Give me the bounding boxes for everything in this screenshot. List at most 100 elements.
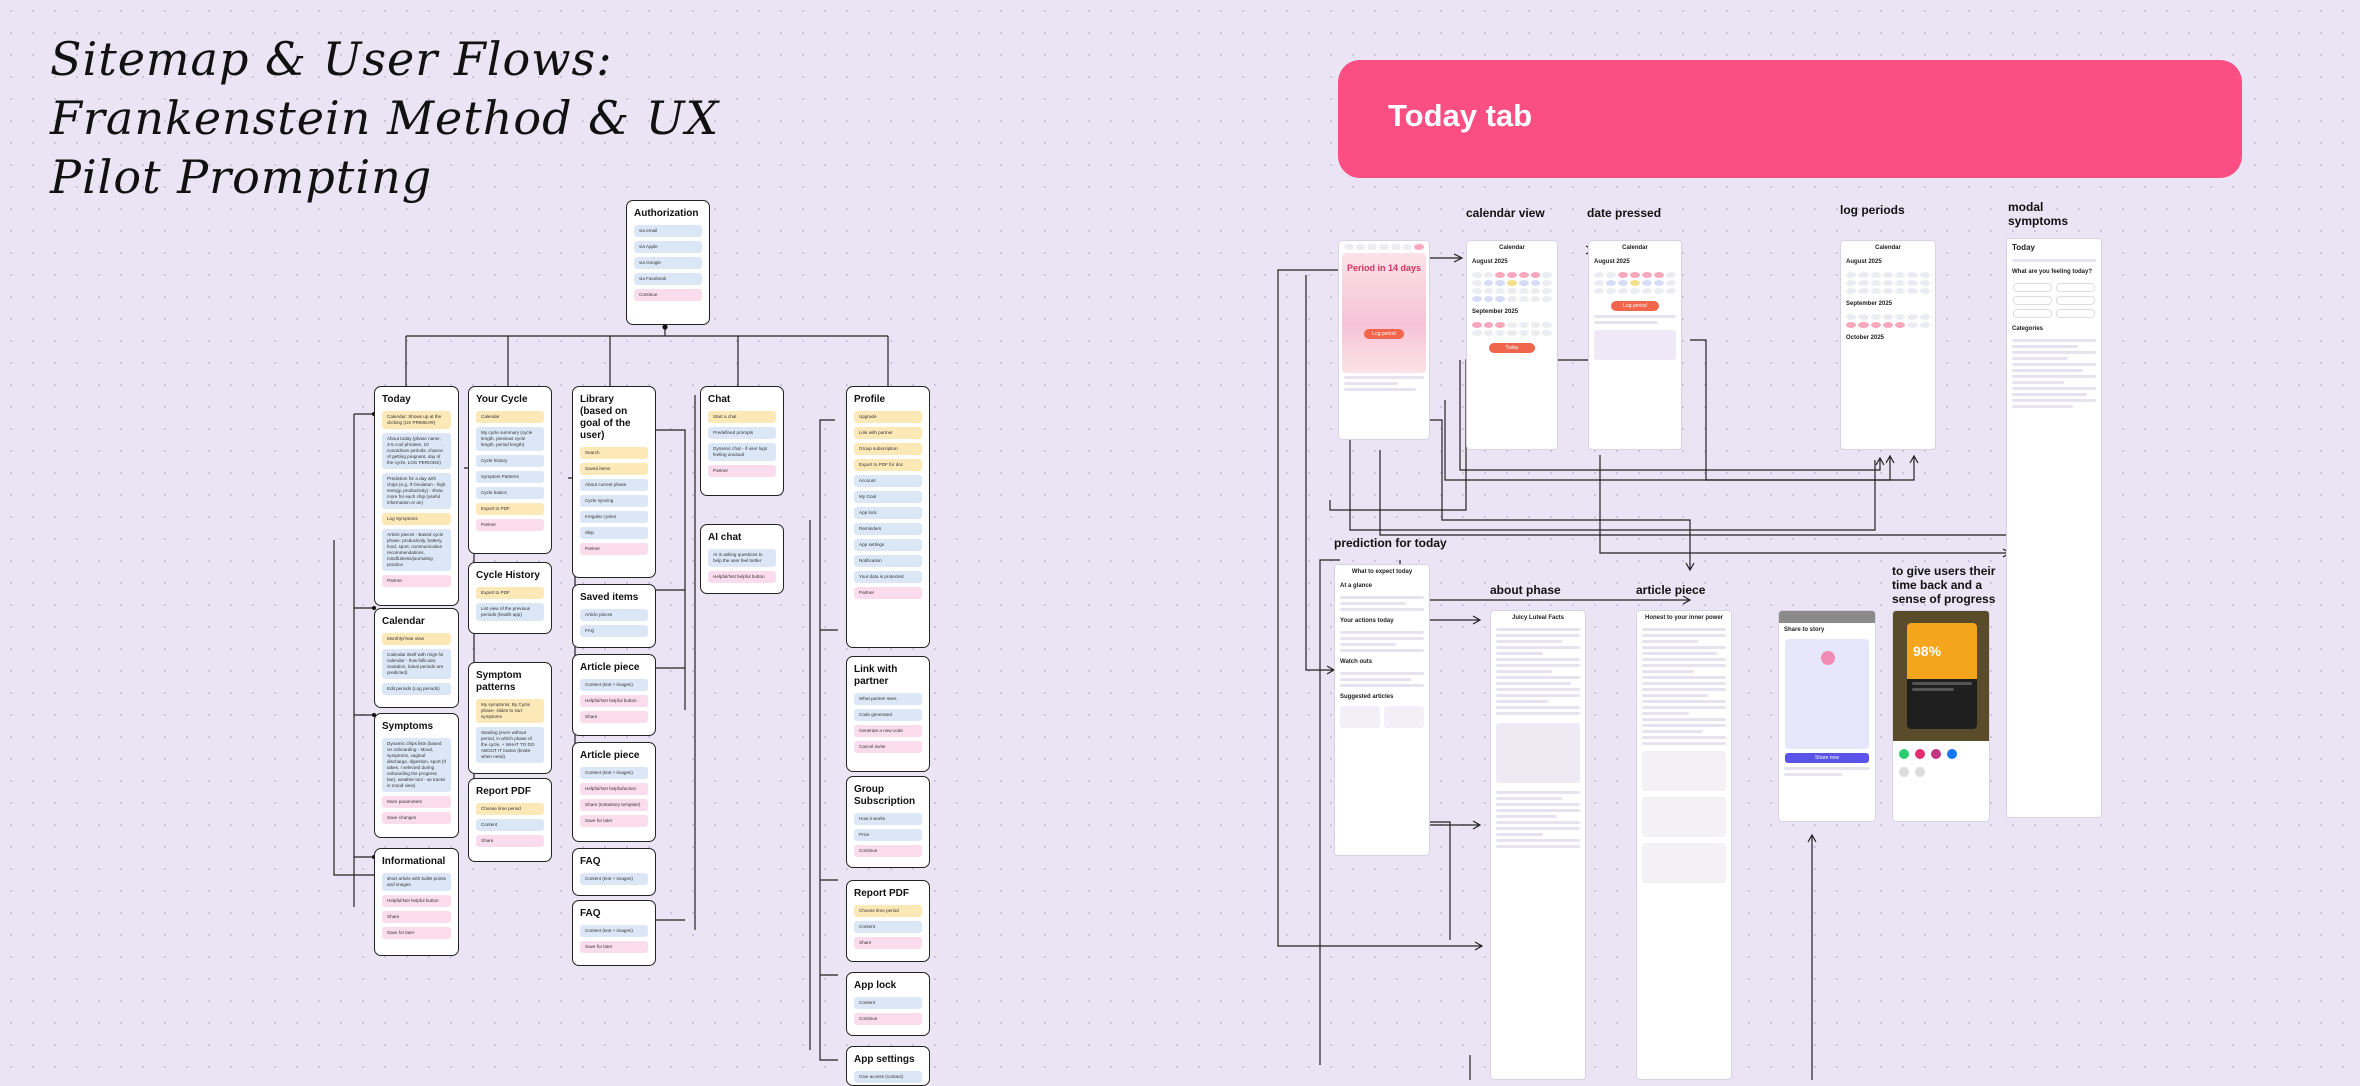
list-item[interactable]: Code generated (854, 709, 922, 721)
list-item[interactable]: Calendar (476, 411, 544, 423)
messages-icon[interactable] (1899, 749, 1909, 759)
list-item[interactable]: Price (854, 829, 922, 841)
list-item[interactable]: via Apple (634, 241, 702, 253)
list-item[interactable]: List view of the previous periods (healt… (476, 603, 544, 621)
list-item[interactable]: How it works (854, 813, 922, 825)
list-item[interactable]: Stealing (even without period, in which … (476, 727, 544, 763)
symptom-patterns-card: Symptom patterns My symptoms: By Cycle p… (468, 662, 552, 774)
list-item[interactable]: Symptom Patterns (476, 471, 544, 483)
today-button[interactable]: Today (1489, 343, 1535, 353)
list-item[interactable]: Share (854, 937, 922, 949)
list-item[interactable]: Partner (476, 519, 544, 531)
list-item[interactable]: My cycle summary (cycle length, previous… (476, 427, 544, 451)
more-icon[interactable] (1899, 767, 1909, 777)
list-item[interactable]: Account (854, 475, 922, 487)
list-item[interactable]: AI is asking questions to help the user … (708, 549, 776, 567)
list-item[interactable]: Group subscription (854, 443, 922, 455)
list-item[interactable]: Content (854, 997, 922, 1009)
copy-icon[interactable] (1915, 767, 1925, 777)
list-item[interactable]: Predefined prompts (708, 427, 776, 439)
list-item[interactable]: FAQ (580, 625, 648, 637)
list-item[interactable]: Your data is protected (854, 571, 922, 583)
list-item[interactable]: Article pieces - Based cycle phase: prod… (382, 529, 451, 571)
list-item[interactable]: Save changes (382, 812, 451, 824)
list-item[interactable]: About current phase (580, 479, 648, 491)
list-item[interactable]: Share (382, 911, 451, 923)
list-item[interactable]: Calendar: Shows up at the clicking (UX P… (382, 411, 451, 429)
list-item[interactable]: Content (text + images) (580, 767, 648, 779)
list-item[interactable]: Save for later (382, 927, 451, 939)
list-item[interactable]: Content (854, 921, 922, 933)
list-item[interactable]: App settings (854, 539, 922, 551)
list-item[interactable]: Choose time period (476, 803, 544, 815)
list-item[interactable]: Save for later (580, 941, 648, 953)
list-item[interactable]: Irregular cycles (580, 511, 648, 523)
list-item[interactable]: Save for later (580, 815, 648, 827)
list-item[interactable]: Search (580, 447, 648, 459)
list-item[interactable]: Cancel invite (854, 741, 922, 753)
list-item[interactable]: Log Symptoms (382, 513, 451, 525)
list-item[interactable]: Cycle history (476, 455, 544, 467)
list-item[interactable]: Export to PDF (476, 503, 544, 515)
list-item[interactable]: Export to PDF (476, 587, 544, 599)
instagram-stories-icon[interactable] (1931, 749, 1941, 759)
list-item[interactable]: Partner (708, 465, 776, 477)
list-item[interactable]: short article with bullet points and ima… (382, 873, 451, 891)
list-item[interactable]: Upgrade (854, 411, 922, 423)
share-now-button[interactable]: Share now (1785, 753, 1869, 763)
list-item[interactable]: Prediction for a day with chips (e.g. If… (382, 473, 451, 509)
list-item[interactable]: App lock (854, 507, 922, 519)
list-item[interactable]: Helpful/Not helpful button (580, 695, 648, 707)
instagram-icon[interactable] (1915, 749, 1925, 759)
log-period-button[interactable]: Log period (1611, 301, 1659, 311)
card-title: App settings (854, 1054, 915, 1065)
list-item[interactable]: Cycle syncing (580, 495, 648, 507)
list-item[interactable]: Share (Instastory template) (580, 799, 648, 811)
list-item[interactable]: Content (text + images) (580, 873, 648, 885)
list-item[interactable]: Helpful/Not helpful button (708, 571, 776, 583)
facebook-icon[interactable] (1947, 749, 1957, 759)
list-item[interactable]: Give access (contact) (854, 1071, 922, 1083)
list-item[interactable]: Dynamic chat - if user logs feeling unus… (708, 443, 776, 461)
list-item[interactable]: Helpful/Not helpful/action (580, 783, 648, 795)
list-item[interactable]: Continue (854, 1013, 922, 1025)
list-item[interactable]: Partner (854, 587, 922, 599)
list-item[interactable]: What partner sees (854, 693, 922, 705)
card-title: Report PDF (476, 786, 531, 797)
list-item[interactable]: My Goal (854, 491, 922, 503)
list-item[interactable]: Share (580, 711, 648, 723)
list-item[interactable]: Generate a new code (854, 725, 922, 737)
list-item[interactable]: via Facebook (634, 273, 702, 285)
list-item[interactable]: Content (text + images) (580, 679, 648, 691)
list-item[interactable]: Skip (580, 527, 648, 539)
list-item[interactable]: Cycle basics (476, 487, 544, 499)
list-item[interactable]: Continue (634, 289, 702, 301)
list-item[interactable]: Reminders (854, 523, 922, 535)
list-item[interactable]: Partner (382, 575, 451, 587)
week-strip (1339, 241, 1429, 253)
list-item[interactable]: Content (476, 819, 544, 831)
list-item[interactable]: Export to PDF for doc (854, 459, 922, 471)
list-item[interactable]: via email (634, 225, 702, 237)
list-item[interactable]: Helpful/Not helpful button (382, 895, 451, 907)
list-item[interactable]: My symptoms: By Cycle phase- slides to s… (476, 699, 544, 723)
list-item[interactable]: Calendar itself with rings for calendar … (382, 649, 451, 679)
list-item[interactable]: Start a chat (708, 411, 776, 423)
log-period-button[interactable]: Log period (1364, 329, 1404, 339)
report-pdf-left-card: Report PDF Choose time period Content Sh… (468, 778, 552, 862)
list-item[interactable]: Article pieces (580, 609, 648, 621)
list-item[interactable]: Continue (854, 845, 922, 857)
list-item[interactable]: Link with partner (854, 427, 922, 439)
list-item[interactable]: About today (phase name, 3-5 cool phrase… (382, 433, 451, 469)
list-item[interactable]: via Google (634, 257, 702, 269)
list-item[interactable]: More parameters (382, 796, 451, 808)
list-item[interactable]: Dynamic chips lists (based on onboarding… (382, 738, 451, 792)
list-item[interactable]: Content (text + images) (580, 925, 648, 937)
list-item[interactable]: Edit periods (Log periods) (382, 683, 451, 695)
list-item[interactable]: Choose time period (854, 905, 922, 917)
list-item[interactable]: Notification (854, 555, 922, 567)
list-item[interactable]: Partner (580, 543, 648, 555)
list-item[interactable]: Saved items (580, 463, 648, 475)
list-item[interactable]: Monthly/Year view (382, 633, 451, 645)
list-item[interactable]: Share (476, 835, 544, 847)
